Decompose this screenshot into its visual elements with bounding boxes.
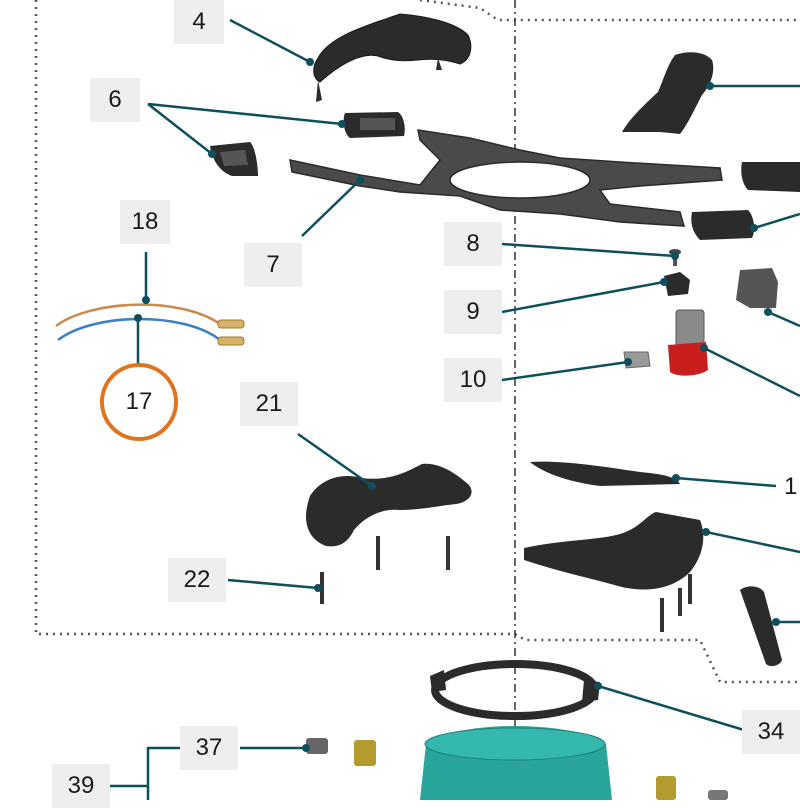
leader-22 <box>227 578 319 590</box>
callout-9: 9 <box>444 290 502 334</box>
part-17-18-wires <box>55 303 245 346</box>
callout-22: 22 <box>168 558 226 602</box>
part-right-lower-housing <box>524 512 704 632</box>
callout-17: 17 <box>125 388 153 415</box>
part-21-lower-housing <box>305 463 472 604</box>
part-37-fitting <box>306 738 728 800</box>
part-right-upper-bracket <box>622 52 714 135</box>
part-6-clips <box>210 112 405 176</box>
callout-4: 4 <box>174 0 224 44</box>
boundary-top <box>419 0 800 22</box>
leader-39 <box>110 746 180 788</box>
leader-right-4 <box>703 346 800 398</box>
callout-8: 8 <box>444 222 502 266</box>
callout-37: 37 <box>180 726 238 770</box>
part-right-small-bracket <box>736 268 778 308</box>
leader-8 <box>501 242 676 258</box>
leader-10 <box>501 360 629 382</box>
callout-10: 10 <box>444 358 502 402</box>
callout-7: 7 <box>244 243 302 287</box>
callout-1-partial: 1 <box>784 473 798 500</box>
leader-7 <box>301 179 361 237</box>
callout-34: 34 <box>742 710 800 754</box>
callout-39: 39 <box>52 764 110 808</box>
leader-4 <box>229 18 311 64</box>
group-boundary-lines <box>34 0 800 684</box>
part-7-frame <box>289 129 723 227</box>
leader-6b <box>147 103 213 155</box>
leader-right-5 <box>705 530 800 554</box>
callout-6: 6 <box>90 78 140 122</box>
leader-21 <box>297 432 373 488</box>
leader-lines <box>110 18 800 800</box>
part-motor-red <box>668 309 708 376</box>
callout-17-highlight-ring <box>100 363 178 441</box>
part-right-lower-rail <box>530 461 680 486</box>
part-9-latch <box>664 272 690 296</box>
leader-right-2 <box>753 212 800 230</box>
leader-right-3 <box>767 310 800 328</box>
leader-6a <box>147 102 343 126</box>
part-right-clips <box>691 162 800 240</box>
callout-21: 21 <box>240 382 298 426</box>
part-teal-body <box>420 726 612 800</box>
leader-1 <box>675 476 777 488</box>
leader-34 <box>597 684 745 732</box>
leader-9 <box>501 280 665 314</box>
callout-18: 18 <box>120 200 170 244</box>
part-4-upper-housing <box>313 13 472 102</box>
part-right-pin <box>740 586 782 667</box>
